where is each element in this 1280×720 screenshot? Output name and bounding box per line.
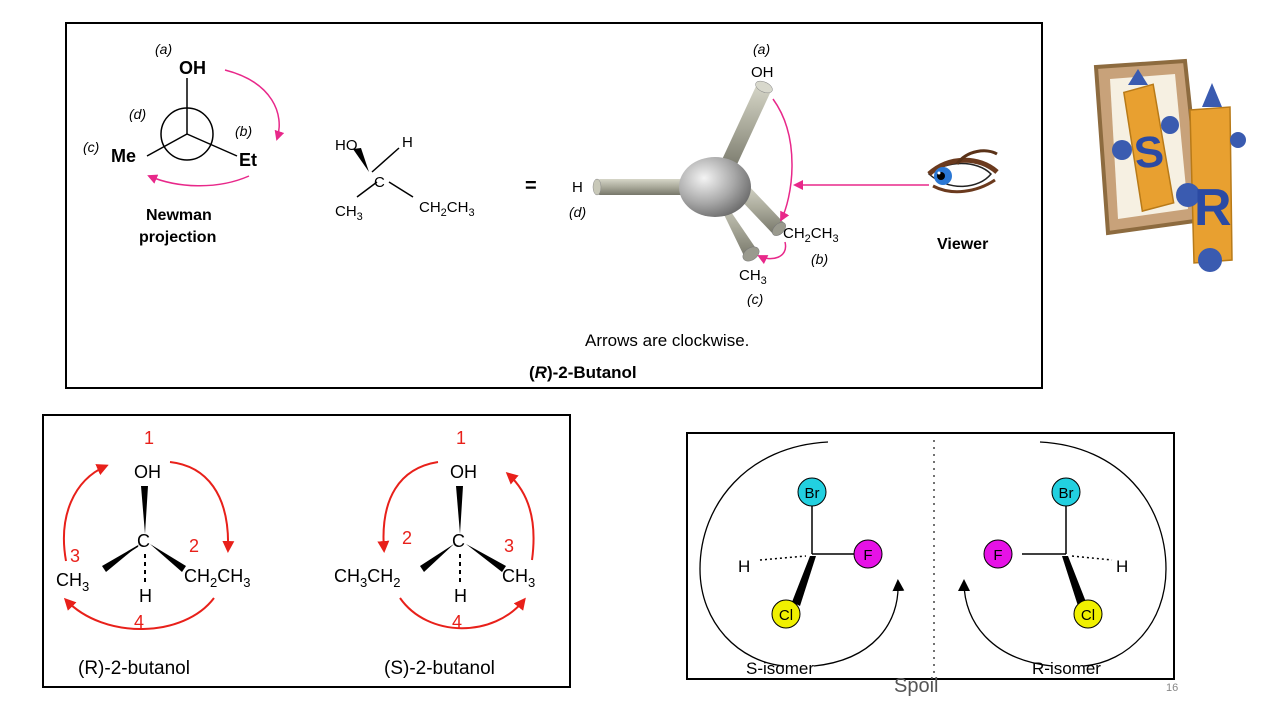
r-priority-1: 1	[144, 428, 154, 448]
oh-rod	[720, 84, 771, 171]
struct-h: H	[402, 134, 413, 151]
s-h: H	[738, 557, 750, 576]
newman-me: Me	[111, 146, 136, 166]
r-isomer: Br F Cl H R-isomer	[958, 441, 1167, 678]
butanol-enantiomers-panel: OH C H CH3 CH2CH3 1 2 3 4 (R)-2-butanol …	[42, 414, 571, 688]
model-label-a: (a)	[753, 41, 770, 57]
struct-ch3: CH3	[335, 203, 363, 223]
s-br: Br	[805, 485, 820, 502]
r-isomer-label: R-isomer	[1032, 659, 1101, 678]
s-priority-3: 3	[504, 536, 514, 556]
r-caption: (R)-2-butanol	[78, 658, 190, 679]
s-isomer: Br F Cl H S-isomer	[699, 441, 905, 678]
r-cl: Cl	[1081, 607, 1095, 624]
newman-label-c: (c)	[83, 139, 99, 155]
viewer-label: Viewer	[937, 236, 988, 253]
sr-logo: S R	[1093, 58, 1246, 272]
butanol-enantiomers-diagram: OH C H CH3 CH2CH3 1 2 3 4 (R)-2-butanol …	[56, 428, 535, 679]
s-rotation-arrow	[813, 579, 905, 667]
newman-arrow-b-to-c	[147, 174, 250, 187]
r-oh: OH	[134, 462, 161, 482]
r-ch3: CH3	[56, 570, 89, 594]
s-cl-atom	[771, 599, 801, 629]
logo-letter-s: S	[1132, 127, 1166, 179]
page-number: 16	[1166, 682, 1179, 694]
equals-sign: =	[525, 175, 537, 197]
r-priority-2: 2	[189, 536, 199, 556]
r-br-atom	[1051, 477, 1081, 507]
s-oh: OH	[450, 462, 477, 482]
r-ethyl: CH2CH3	[184, 566, 250, 590]
newman-label-a: (a)	[155, 41, 172, 57]
r-arrow-1-to-2	[169, 461, 235, 553]
s-priority-4: 4	[452, 612, 462, 632]
halomethane-isomers-diagram: Br F Cl H S-isomer Spoil Br F Cl H R-iso…	[699, 440, 1167, 697]
halomethane-isomers-panel: Br F Cl H S-isomer Spoil Br F Cl H R-iso…	[686, 432, 1175, 697]
struct-ch2ch3: CH2CH3	[419, 199, 475, 219]
newman-projection: (a) OH (d) (b) (c) Me Et Newman projecti…	[83, 41, 285, 246]
model-ethyl: CH2CH3	[783, 225, 839, 245]
s-h: H	[454, 586, 467, 606]
s-br-atom	[797, 477, 827, 507]
r-priority-3: 3	[70, 546, 80, 566]
ball-and-stick-model: (a) OH H (d) CH2CH3 (b) CH3 (c)	[569, 41, 929, 307]
r-butanol-title: (R)-2-Butanol	[529, 363, 637, 382]
s-arrow-2-to-4	[399, 597, 526, 630]
arrows-caption: Arrows are clockwise.	[585, 331, 749, 350]
s-cl: Cl	[779, 607, 793, 624]
s-priority-2: 2	[402, 528, 412, 548]
r-butanol-structure: OH C H CH3 CH2CH3 1 2 3 4 (R)-2-butanol	[56, 428, 250, 679]
newman-et: Et	[239, 150, 257, 170]
struct-ho: HO	[335, 137, 358, 154]
s-ch3: CH3	[502, 566, 535, 590]
model-methyl: CH3	[739, 267, 767, 287]
s-c: C	[452, 531, 465, 551]
r-arrow-2-to-4	[63, 597, 215, 630]
newman-arrow-a-to-b	[224, 69, 285, 141]
r-butanol-diagram: (a) OH (d) (b) (c) Me Et Newman projecti…	[83, 41, 999, 382]
s-arrow-1-to-2	[377, 461, 439, 553]
newman-caption-2: projection	[139, 229, 216, 246]
r-rotation-arrow	[958, 579, 1053, 667]
eye-icon	[927, 149, 999, 194]
newman-label-b: (b)	[235, 123, 252, 139]
model-label-d: (d)	[569, 204, 586, 220]
s-butanol-structure: OH C H CH3CH2 CH3 1 2 3 4 (S)-2-butanol	[334, 428, 535, 679]
r-c: C	[137, 531, 150, 551]
r-priority-4: 4	[134, 612, 144, 632]
s-priority-1: 1	[456, 428, 466, 448]
model-h: H	[572, 179, 583, 196]
r-f-atom	[983, 539, 1013, 569]
model-label-c: (c)	[747, 291, 763, 307]
s-isomer-label: S-isomer	[746, 659, 814, 678]
r-f: F	[993, 547, 1002, 564]
s-f-atom	[853, 539, 883, 569]
r-br: Br	[1059, 485, 1074, 502]
model-oh: OH	[751, 64, 774, 81]
struct-c: C	[374, 174, 385, 191]
model-arrow-b-to-c	[757, 241, 787, 265]
r-arrow-3-to-1	[62, 464, 109, 562]
cut-text: Spoil	[894, 675, 938, 697]
s-arrow-3-to-1	[505, 472, 535, 561]
r-cl-atom	[1073, 599, 1103, 629]
r-h: H	[139, 586, 152, 606]
newman-label-d: (d)	[129, 106, 146, 122]
logo-letter-r: R	[1194, 179, 1232, 237]
s-ethyl: CH3CH2	[334, 566, 400, 590]
model-label-b: (b)	[811, 251, 828, 267]
r-h: H	[1116, 557, 1128, 576]
carbon-sphere	[679, 157, 751, 217]
r-butanol-panel: (a) OH (d) (b) (c) Me Et Newman projecti…	[65, 22, 1043, 389]
s-caption: (S)-2-butanol	[384, 658, 495, 679]
line-structure: HO H C CH3 CH2CH3 =	[335, 134, 537, 223]
s-f: F	[863, 547, 872, 564]
newman-oh: OH	[179, 58, 206, 78]
model-arrow-a-to-b	[772, 98, 793, 222]
newman-caption-1: Newman	[146, 207, 212, 224]
